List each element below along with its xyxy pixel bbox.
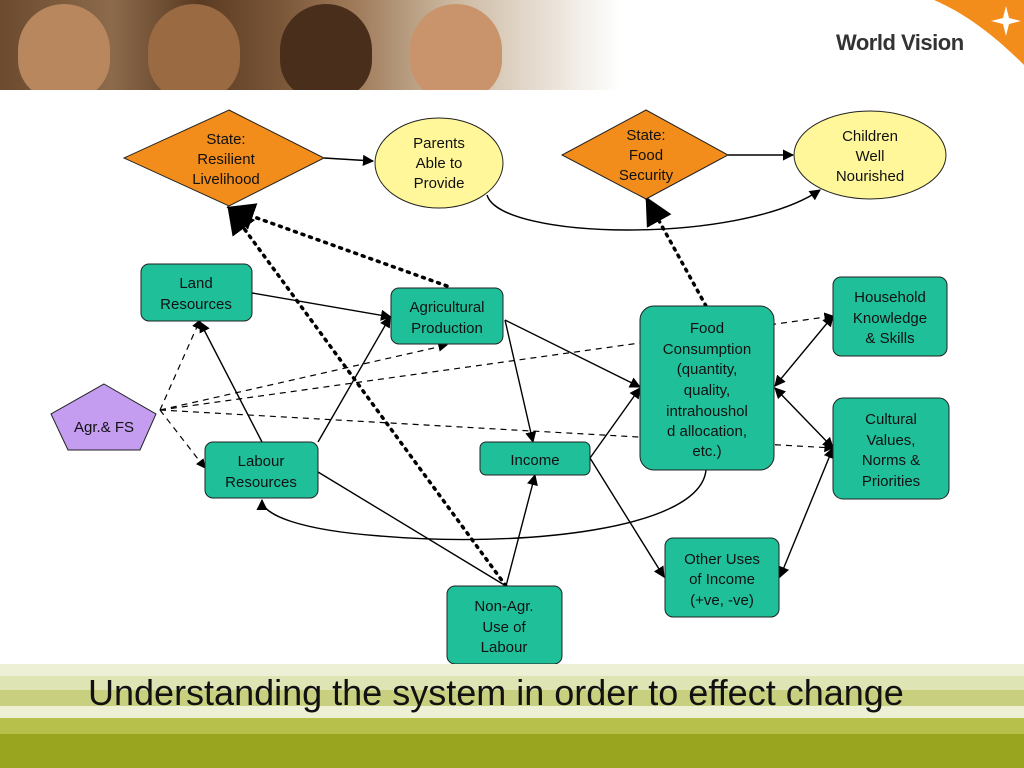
node-label: State: — [206, 131, 245, 148]
nodes: State: Resilient Livelihood Parents Able… — [50, 109, 950, 664]
edge-livelihood-parents — [323, 154, 375, 166]
child-face-1 — [18, 4, 110, 90]
node-label: Parents — [413, 135, 465, 152]
node-other-uses: Other Uses of Income (+ve, -ve) — [664, 537, 780, 618]
node-children-nourished: Children Well Nourished — [793, 110, 947, 200]
node-label: Provide — [414, 175, 465, 192]
node-label: Values, — [867, 432, 916, 449]
node-label: Agricultural — [409, 299, 484, 316]
node-label: Children — [842, 128, 898, 145]
node-label: Other Uses — [684, 551, 760, 568]
node-label: Resilient — [197, 151, 255, 168]
edge-agprod-income — [504, 319, 537, 444]
edge-nonagr-livelihood — [227, 205, 508, 588]
child-face-2 — [148, 4, 240, 90]
node-parents-provide: Parents Able to Provide — [374, 117, 504, 209]
node-label: Well — [856, 148, 885, 165]
node-label: Food — [629, 147, 663, 164]
node-label: Security — [619, 167, 674, 184]
node-label: Livelihood — [192, 171, 260, 188]
node-label: Resources — [160, 296, 232, 313]
node-label: Non-Agr. — [474, 598, 533, 615]
node-label: Use of — [482, 619, 526, 636]
node-label: Agr.& FS — [74, 419, 134, 436]
edge-agrfs-agprod — [159, 342, 448, 411]
edge-food-labour — [256, 469, 707, 541]
star-icon — [991, 6, 1021, 36]
node-agr-fs: Agr.& FS — [50, 383, 157, 451]
node-label: State: — [626, 127, 665, 144]
system-diagram: State: Resilient Livelihood Parents Able… — [50, 109, 950, 664]
child-face-4 — [410, 4, 502, 90]
node-label: (quantity, — [677, 361, 738, 378]
edge-knowledge-food — [774, 315, 834, 387]
node-state-livelihood: State: Resilient Livelihood — [122, 109, 326, 207]
node-state-food-security: State: Food Security — [560, 109, 730, 200]
world-vision-logo: World Vision — [836, 30, 964, 55]
node-agricultural-production: Agricultural Production — [390, 287, 504, 345]
edge-income-food — [589, 387, 641, 459]
node-label: etc.) — [692, 443, 721, 460]
edge-agprod-food — [504, 319, 642, 388]
node-label: Labour — [481, 639, 528, 656]
edge-nonagr-income — [505, 473, 538, 587]
node-label: Priorities — [862, 473, 920, 490]
edge-land-agprod — [251, 292, 393, 321]
node-food-consumption: Food Consumption (quantity, quality, int… — [639, 305, 775, 471]
node-label: intrahoushol — [666, 403, 748, 420]
node-household-knowledge: Household Knowledge & Skills — [832, 276, 948, 357]
node-cultural-values: Cultural Values, Norms & Priorities — [832, 397, 950, 500]
connections — [159, 149, 835, 588]
node-label: Income — [510, 452, 559, 469]
edge-cultural-food — [774, 387, 834, 449]
node-land-resources: Land Resources — [140, 263, 253, 322]
node-label: d allocation, — [667, 423, 747, 440]
node-label: quality, — [684, 382, 730, 399]
edge-agrfs-land — [159, 319, 201, 411]
corner-star-swoosh — [934, 0, 1024, 65]
edge-labour-nonagr — [317, 471, 507, 587]
footer-bands — [0, 664, 1024, 768]
node-label: Land — [179, 275, 212, 292]
node-label: Food — [690, 320, 724, 337]
node-label: & Skills — [865, 330, 914, 347]
node-label: Resources — [225, 474, 297, 491]
node-label: Nourished — [836, 168, 904, 185]
node-income: Income — [479, 441, 591, 476]
node-label: Production — [411, 320, 483, 337]
node-labour-resources: Labour Resources — [204, 441, 319, 499]
node-label: Labour — [238, 453, 285, 470]
node-non-agr-labour: Non-Agr. Use of Labour — [446, 585, 563, 664]
edge-income-otheruses — [589, 457, 665, 578]
node-label: of Income — [689, 571, 755, 588]
node-label: Able to — [416, 155, 463, 172]
edge-parents-children — [486, 189, 821, 231]
edge-food-foodsecurity — [645, 196, 708, 308]
node-label: Household — [854, 289, 926, 306]
child-face-3 — [280, 4, 372, 90]
edge-agprod-livelihood — [226, 203, 449, 288]
node-label: Cultural — [865, 411, 917, 428]
node-label: Knowledge — [853, 310, 927, 327]
node-label: (+ve, -ve) — [690, 592, 754, 609]
edge-labour-land — [199, 321, 263, 443]
edge-agrfs-labour — [159, 409, 206, 469]
edge-cultural-otheruses — [778, 446, 835, 579]
node-label: Norms & — [862, 452, 920, 469]
header-children-photo — [0, 0, 620, 90]
node-label: Consumption — [663, 341, 751, 358]
slide-title: Understanding the system in order to eff… — [88, 672, 904, 713]
